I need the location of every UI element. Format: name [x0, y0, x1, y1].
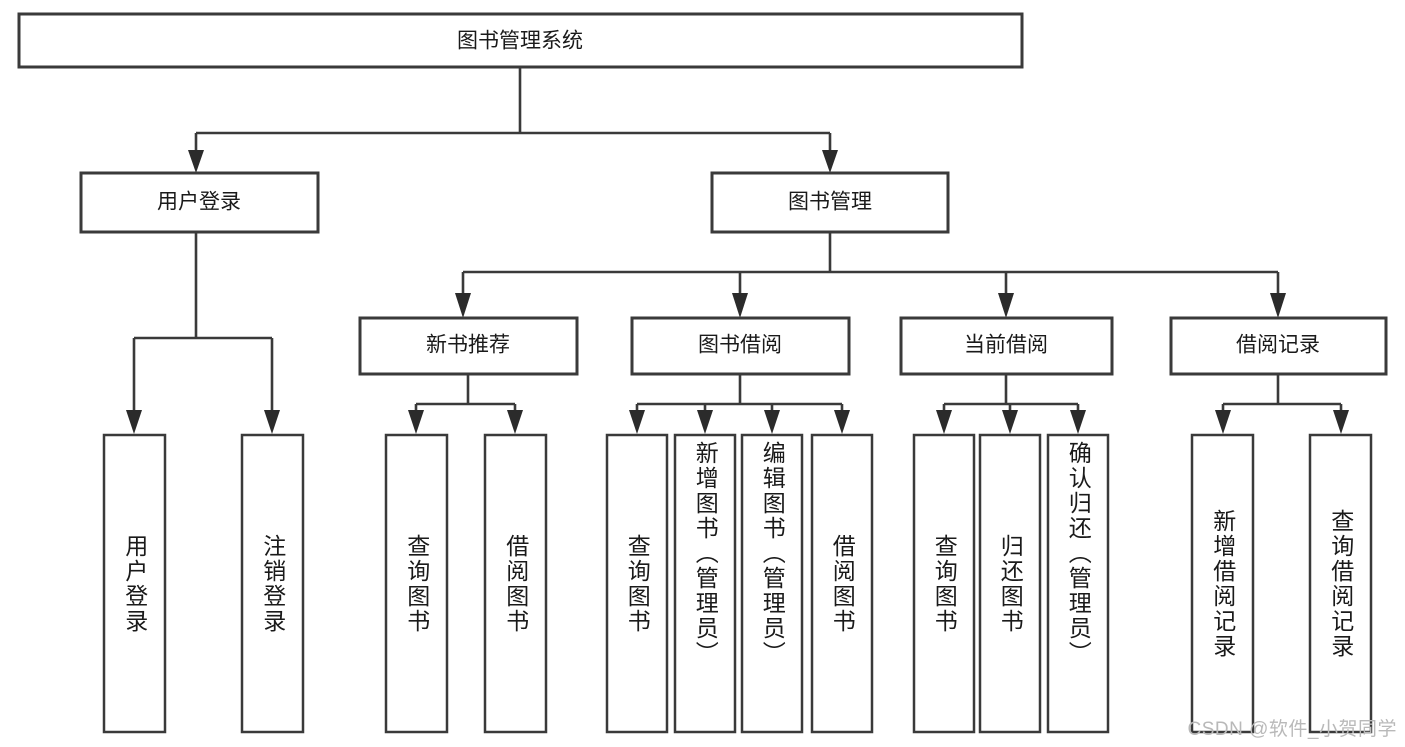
arrow-head-icon — [408, 410, 424, 434]
leaf-box-book-borrow-0[interactable] — [605, 433, 669, 734]
node-user-login-box[interactable] — [79, 171, 320, 234]
leaf-box-current-borrow-0[interactable] — [912, 433, 976, 734]
arrow-head-icon — [264, 410, 280, 434]
node-root[interactable]: 图书管理系统 — [17, 12, 1024, 69]
node-new-book-recommend[interactable]: 新书推荐 — [358, 316, 579, 376]
node-user-login-label: 用户登录 — [157, 191, 241, 214]
leaf-box-current-borrow-1[interactable] — [978, 433, 1042, 734]
arrow-head-icon — [1270, 293, 1286, 318]
arrow-head-icon — [455, 293, 471, 318]
arrow-head-icon — [697, 410, 713, 434]
leaf-box-book-borrow-1[interactable] — [673, 433, 737, 734]
arrow-head-icon — [732, 293, 748, 318]
arrow-head-icon — [1070, 410, 1086, 434]
node-book-borrow[interactable]: 图书借阅 — [630, 316, 851, 376]
node-new-book-recommend-box[interactable] — [358, 316, 579, 376]
node-borrow-record-label: 借阅记录 — [1236, 334, 1320, 357]
node-current-borrow-box[interactable] — [899, 316, 1114, 376]
leaf-box-current-borrow-2[interactable] — [1046, 433, 1110, 734]
node-book-borrow-box[interactable] — [630, 316, 851, 376]
arrow-head-icon — [764, 410, 780, 434]
node-book-management-label: 图书管理 — [788, 191, 872, 214]
arrow-head-icon — [822, 150, 838, 173]
leaf-box-book-borrow-2[interactable] — [740, 433, 804, 734]
arrow-head-icon — [834, 410, 850, 434]
node-new-book-recommend-label: 新书推荐 — [426, 334, 510, 357]
arrow-head-icon — [126, 410, 142, 434]
watermark-text: CSDN @软件_小贺同学 — [1187, 719, 1397, 740]
arrow-head-icon — [507, 410, 523, 434]
arrow-head-icon — [936, 410, 952, 434]
arrow-head-icon — [629, 410, 645, 434]
node-user-login[interactable]: 用户登录 — [79, 171, 320, 234]
leaf-box-user-login-1[interactable] — [240, 433, 305, 734]
leaf-box-borrow-record-1[interactable] — [1308, 433, 1373, 734]
node-borrow-record-box[interactable] — [1169, 316, 1388, 376]
arrow-head-icon — [998, 293, 1014, 318]
leaf-box-new-book-0[interactable] — [384, 433, 449, 734]
node-book-management[interactable]: 图书管理 — [710, 171, 950, 234]
arrow-head-icon — [1215, 410, 1231, 434]
arrow-head-icon — [1002, 410, 1018, 434]
connector-layer — [126, 67, 1349, 434]
node-book-management-box[interactable] — [710, 171, 950, 234]
leaf-box-borrow-record-0[interactable] — [1190, 433, 1255, 734]
node-root-label: 图书管理系统 — [457, 30, 583, 53]
leaf-box-new-book-1[interactable] — [483, 433, 548, 734]
arrow-head-icon — [188, 150, 204, 173]
node-root-box[interactable] — [17, 12, 1024, 69]
leaf-box-book-borrow-3[interactable] — [810, 433, 874, 734]
node-current-borrow-label: 当前借阅 — [964, 334, 1048, 357]
node-current-borrow[interactable]: 当前借阅 — [899, 316, 1114, 376]
leaf-box-user-login-0[interactable] — [102, 433, 167, 734]
arrow-head-icon — [1333, 410, 1349, 434]
node-borrow-record[interactable]: 借阅记录 — [1169, 316, 1388, 376]
node-book-borrow-label: 图书借阅 — [698, 334, 782, 357]
